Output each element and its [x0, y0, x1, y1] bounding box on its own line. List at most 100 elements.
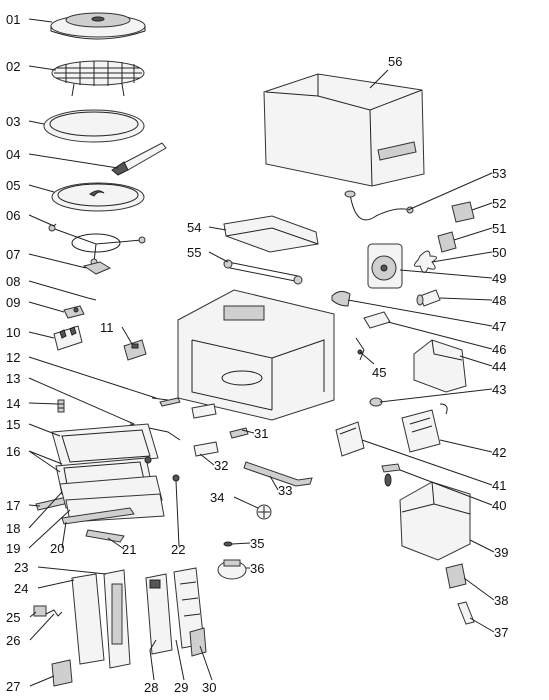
part-33-turntable-bracket [243, 461, 313, 487]
label-34: 34 [210, 490, 224, 505]
label-05: 05 [6, 178, 20, 193]
label-31: 31 [254, 426, 268, 441]
label-33: 33 [278, 483, 292, 498]
label-14: 14 [6, 396, 20, 411]
part-31-door-stopper [229, 427, 249, 439]
part-02-grill-rack [51, 60, 145, 97]
part-05-turntable-glass [51, 182, 145, 212]
label-53: 53 [492, 166, 506, 181]
label-15: 15 [6, 417, 20, 432]
label-10: 10 [6, 325, 20, 340]
part-37-fuse [457, 601, 475, 625]
label-40: 40 [492, 498, 506, 513]
label-43: 43 [492, 382, 506, 397]
part-11-door-switch [123, 339, 147, 361]
part-23-control-panel [103, 569, 131, 669]
label-55: 55 [187, 245, 201, 260]
part-38-switch [445, 563, 467, 589]
label-27: 27 [6, 679, 20, 694]
label-23: 23 [14, 560, 28, 575]
part-15-door-frame [51, 423, 159, 469]
part-26-spring [45, 609, 63, 617]
part-45-sensor [355, 337, 365, 361]
label-49: 49 [492, 271, 506, 286]
part-32-shield [191, 403, 219, 457]
label-26: 26 [6, 633, 20, 648]
part-40-magnetron [381, 463, 401, 487]
part-20-door-trim [61, 507, 135, 525]
label-29: 29 [174, 680, 188, 695]
part-04-tongs [111, 142, 167, 176]
label-56: 56 [388, 54, 402, 69]
label-24: 24 [14, 581, 28, 596]
part-49-fan-motor [367, 243, 403, 289]
part-09-latch-switch [63, 305, 85, 319]
label-41: 41 [492, 478, 506, 493]
label-39: 39 [494, 545, 508, 560]
label-52: 52 [492, 196, 506, 211]
label-46: 46 [492, 342, 506, 357]
part-01-cover [50, 12, 146, 40]
part-53-thermostat-wire [344, 190, 414, 221]
part-47-fuse-holder [331, 290, 351, 307]
part-28-key-membrane [145, 573, 173, 655]
label-09: 09 [6, 295, 20, 310]
label-37: 37 [494, 625, 508, 640]
part-14-screw [57, 399, 65, 413]
leader-lines [28, 18, 495, 687]
label-48: 48 [492, 293, 506, 308]
label-28: 28 [144, 680, 158, 695]
label-35: 35 [250, 536, 264, 551]
label-12: 12 [6, 350, 20, 365]
label-21: 21 [122, 542, 136, 557]
part-52-bracket [451, 201, 475, 223]
part-24-panel-cover [71, 573, 105, 665]
part-27-bracket [51, 659, 73, 687]
label-50: 50 [492, 245, 506, 260]
part-08-screw [87, 297, 97, 301]
part-51-motor-small [437, 231, 457, 253]
label-11: 11 [100, 320, 114, 335]
part-46-diode [363, 311, 391, 329]
part-39-base-bracket [399, 481, 471, 561]
part-42-transformer [401, 403, 448, 453]
label-30: 30 [202, 680, 216, 695]
part-03-crisper-plate [43, 109, 145, 143]
label-17: 17 [6, 498, 20, 513]
label-20: 20 [50, 541, 64, 556]
label-45: 45 [372, 365, 386, 380]
part-06-roller-ring [48, 223, 146, 266]
label-54: 54 [187, 220, 201, 235]
label-08: 08 [6, 274, 20, 289]
label-19: 19 [6, 541, 20, 556]
part-54-top-cover [223, 215, 319, 253]
part-cavity-body [177, 289, 335, 421]
part-34-roller-wheel [256, 504, 272, 520]
label-42: 42 [492, 445, 506, 460]
part-07-coupler [82, 261, 112, 275]
part-48-capacitor [416, 289, 441, 307]
label-22: 22 [171, 542, 185, 557]
label-36: 36 [250, 561, 264, 576]
label-07: 07 [6, 247, 20, 262]
part-25-knob [33, 605, 47, 617]
label-32: 32 [214, 458, 228, 473]
label-18: 18 [6, 521, 20, 536]
part-36-turntable-motor [217, 559, 247, 580]
label-44: 44 [492, 359, 506, 374]
part-30-pcb-holder [189, 627, 207, 657]
part-21-handle-pad [85, 529, 125, 543]
callout-labels: 01 02 03 04 05 06 07 08 09 10 11 12 13 1… [6, 12, 508, 695]
label-25: 25 [6, 610, 20, 625]
part-50-fan-blade [414, 250, 437, 273]
label-38: 38 [494, 593, 508, 608]
label-02: 02 [6, 59, 20, 74]
part-22-screw [172, 474, 180, 482]
part-12-hinge-pin [151, 397, 181, 407]
part-55-heater [223, 259, 303, 285]
part-44-air-duct [413, 339, 467, 393]
label-01: 01 [6, 12, 20, 27]
label-04: 04 [6, 147, 20, 162]
label-51: 51 [492, 221, 506, 236]
